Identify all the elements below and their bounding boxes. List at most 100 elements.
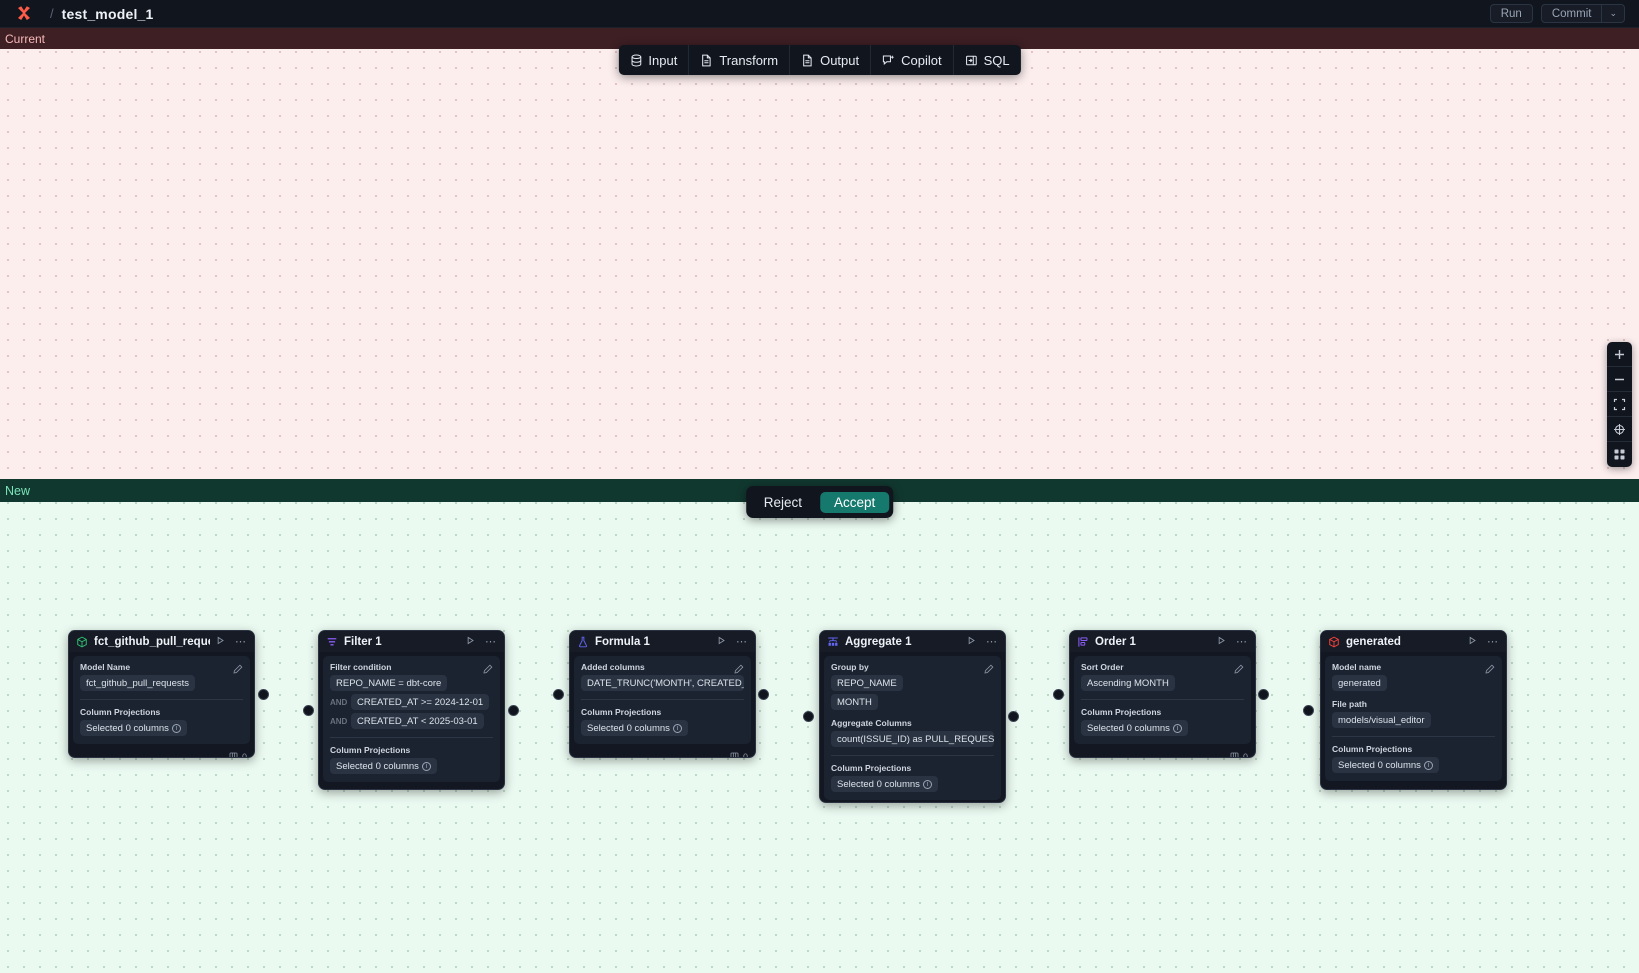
value-chip[interactable]: Selected 0 columns i	[80, 720, 187, 736]
toolbar-item-output-label: Output	[820, 52, 860, 68]
chip-row: REPO_NAME	[831, 675, 994, 691]
run-node-icon[interactable]	[466, 636, 475, 648]
run-node-icon[interactable]	[1217, 636, 1226, 648]
edit-pencil-icon[interactable]	[984, 661, 994, 679]
value-chip[interactable]: CREATED_AT >= 2024-12-01	[351, 694, 490, 710]
commit-dropdown-caret-icon[interactable]: ⌄	[1601, 4, 1625, 23]
toolbar-item-copilot[interactable]: Copilot	[871, 45, 954, 75]
commit-button-group[interactable]: Commit ⌄	[1540, 4, 1625, 23]
toolbar-item-transform[interactable]: Transform	[689, 45, 791, 75]
node-footer: 0	[319, 786, 504, 789]
value-chip[interactable]: generated	[1332, 675, 1387, 691]
edit-pencil-icon[interactable]	[1485, 661, 1495, 679]
edit-pencil-icon[interactable]	[1234, 661, 1244, 679]
divider	[831, 755, 994, 756]
x-logo-icon[interactable]	[14, 4, 34, 24]
database-icon	[629, 54, 642, 67]
toolbar-item-output[interactable]: Output	[790, 45, 872, 75]
edge-dot	[1258, 689, 1269, 700]
accept-button[interactable]: Accept	[819, 491, 890, 513]
edge-dot	[553, 689, 564, 700]
center-icon[interactable]	[1607, 417, 1632, 442]
node-menu-icon[interactable]: ⋯	[235, 636, 247, 648]
value-chip[interactable]: DATE_TRUNC('MONTH', CREATED_AT…	[581, 675, 744, 691]
info-icon[interactable]: i	[672, 723, 682, 733]
run-node-icon[interactable]	[216, 636, 225, 648]
info-icon[interactable]: i	[171, 723, 181, 733]
chip-row: MONTH	[831, 694, 994, 710]
value-chip[interactable]: CREATED_AT < 2025-03-01	[351, 713, 484, 729]
value-chip[interactable]: fct_github_pull_requests	[80, 675, 195, 691]
node-footer: 0	[69, 748, 254, 757]
plus-icon[interactable]	[1607, 342, 1632, 367]
node-menu-icon[interactable]: ⋯	[1487, 636, 1499, 648]
columns-icon	[730, 752, 739, 757]
run-node-icon[interactable]	[717, 636, 726, 648]
info-icon[interactable]: i	[922, 779, 932, 789]
run-button[interactable]: Run	[1489, 4, 1533, 23]
edge-dot	[258, 689, 269, 700]
node-header[interactable]: Aggregate 1⋯	[820, 631, 1005, 652]
value-chip[interactable]: REPO_NAME = dbt-core	[330, 675, 448, 691]
reject-button[interactable]: Reject	[750, 492, 816, 513]
value-chip[interactable]: Ascending MONTH	[1081, 675, 1175, 691]
value-chip[interactable]: Selected 0 columns i	[581, 720, 688, 736]
node-header[interactable]: Order 1⋯	[1070, 631, 1255, 652]
fit-view-icon[interactable]	[1607, 392, 1632, 417]
aggregate-icon	[827, 636, 839, 648]
value-chip[interactable]: Selected 0 columns i	[1081, 720, 1188, 736]
edge-dot	[1053, 689, 1064, 700]
edit-pencil-icon[interactable]	[483, 661, 493, 679]
current-version-canvas[interactable]: Current	[0, 28, 1639, 479]
info-icon[interactable]: i	[421, 761, 431, 771]
value-chip[interactable]: Selected 0 columns i	[1332, 757, 1439, 773]
editor-toolbar[interactable]: Input Transform Output Copilot	[618, 45, 1021, 75]
toolbar-item-input[interactable]: Input	[618, 45, 690, 75]
filter-icon	[326, 636, 338, 648]
node-header[interactable]: Filter 1⋯	[319, 631, 504, 652]
minus-icon[interactable]	[1607, 367, 1632, 392]
section-label: Model name	[1332, 662, 1382, 672]
toolbar-item-input-label: Input	[648, 52, 678, 68]
chip-row: Ascending MONTH	[1081, 675, 1244, 691]
edit-pencil-icon[interactable]	[233, 661, 243, 679]
node-menu-icon[interactable]: ⋯	[1236, 636, 1248, 648]
grid-icon[interactable]	[1607, 442, 1632, 467]
accept-reject-bar[interactable]: Reject Accept	[745, 486, 894, 518]
node-title: generated	[1346, 635, 1401, 648]
run-node-icon[interactable]	[1468, 636, 1477, 648]
toolbar-item-sql[interactable]: SQL	[954, 45, 1021, 75]
info-icon[interactable]: i	[1172, 723, 1182, 733]
value-chip[interactable]: REPO_NAME	[831, 675, 903, 691]
edit-pencil-icon[interactable]	[734, 661, 744, 679]
graph-node-source[interactable]: fct_github_pull_requests⋯Model Namefct_g…	[68, 630, 255, 758]
node-menu-icon[interactable]: ⋯	[736, 636, 748, 648]
value-chip[interactable]: count(ISSUE_ID) as PULL_REQUEST_…	[831, 731, 994, 747]
zoom-controls-current[interactable]	[1607, 342, 1632, 467]
run-node-icon[interactable]	[967, 636, 976, 648]
node-header[interactable]: generated ⋯	[1321, 631, 1506, 652]
section-label: Filter condition	[330, 662, 392, 672]
node-menu-icon[interactable]: ⋯	[485, 636, 497, 648]
section-label: Column Projections	[80, 707, 161, 717]
toolbar-item-transform-label: Transform	[719, 52, 779, 68]
value-chip[interactable]: MONTH	[831, 694, 878, 710]
top-bar-actions: Run Commit ⌄	[1489, 4, 1631, 23]
value-chip[interactable]: Selected 0 columns i	[831, 776, 938, 792]
value-chip[interactable]: models/visual_editor	[1332, 712, 1431, 728]
value-chip[interactable]: Selected 0 columns i	[330, 758, 437, 774]
node-header[interactable]: fct_github_pull_requests⋯	[69, 631, 254, 652]
node-header[interactable]: Formula 1⋯	[570, 631, 755, 652]
info-icon[interactable]: i	[1423, 760, 1433, 770]
node-menu-icon[interactable]: ⋯	[986, 636, 998, 648]
columns-icon	[229, 752, 238, 757]
commit-button[interactable]: Commit	[1540, 4, 1602, 23]
